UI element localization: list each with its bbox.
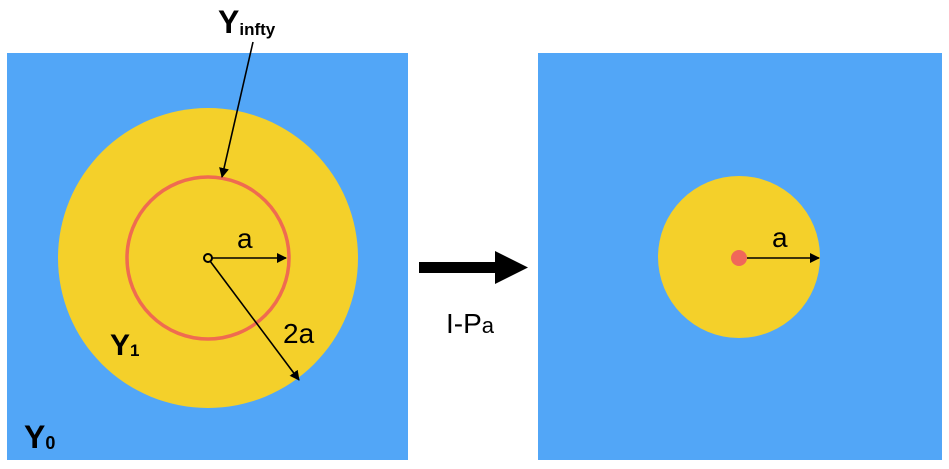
operator-arrow-shaft bbox=[419, 262, 497, 273]
left-a-label: a bbox=[237, 223, 253, 254]
left-panel: a 2a Yinfty Y1 Y0 bbox=[7, 4, 408, 460]
left-radius-2a-arrow bbox=[209, 260, 300, 381]
y1-label: Y1 bbox=[110, 329, 139, 362]
left-red-circle bbox=[125, 175, 291, 341]
y-infty-pointer-arrow bbox=[219, 41, 254, 178]
right-center-dot bbox=[731, 250, 747, 266]
left-yellow-disk bbox=[58, 108, 358, 408]
y0-label: Y0 bbox=[24, 419, 55, 455]
operator-arrow-group: I-Pa bbox=[419, 251, 528, 339]
operator-arrow-head bbox=[495, 251, 528, 284]
right-a-label: a bbox=[772, 222, 788, 253]
right-panel: a bbox=[538, 53, 942, 460]
y-infty-label: Yinfty bbox=[218, 4, 276, 40]
left-2a-label: 2a bbox=[283, 318, 315, 349]
operator-label: I-Pa bbox=[446, 308, 495, 339]
